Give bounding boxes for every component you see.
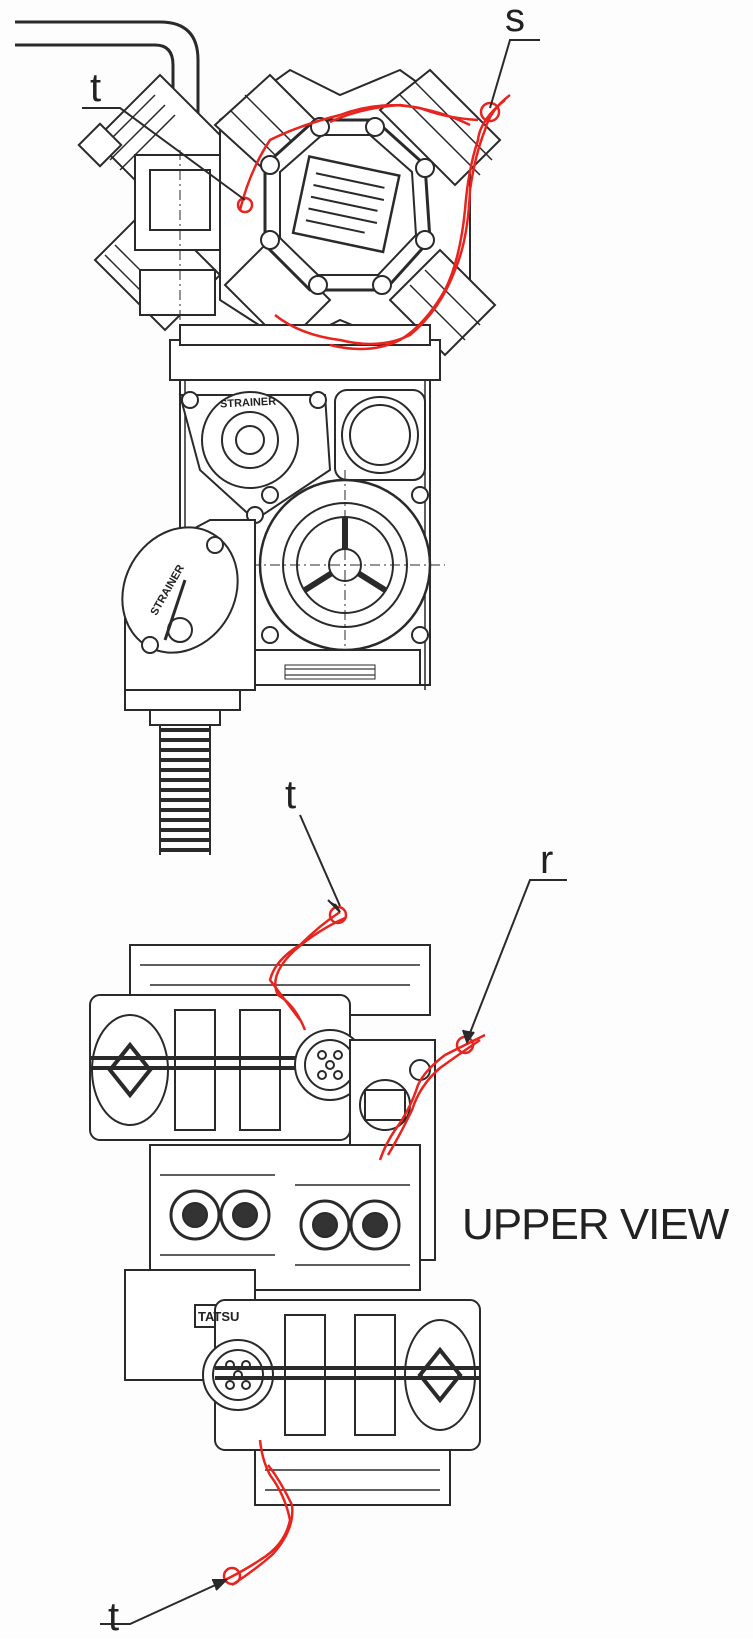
nameplate	[291, 155, 401, 254]
hose-coupling	[124, 689, 241, 855]
bottom-pump-assembly	[89, 944, 481, 1506]
inlet-pipe	[15, 20, 200, 170]
side-strainer	[121, 519, 256, 691]
leader-lines-top	[82, 39, 540, 201]
chamber-upper-left	[89, 994, 366, 1141]
view-title: UPPER VIEW	[462, 1200, 729, 1249]
lockwire-top	[236, 94, 511, 351]
top-pump-assembly	[15, 20, 502, 855]
callout-t-top: t	[90, 66, 102, 110]
main-housing	[169, 324, 445, 690]
callout-t-bottom: t	[108, 1595, 120, 1639]
callout-r: r	[540, 838, 554, 882]
callout-t-middle: t	[285, 773, 297, 817]
chamber-lower-right	[202, 1299, 481, 1451]
gear-block	[149, 1144, 421, 1291]
check-valve-body	[134, 150, 226, 330]
lockwire-bottom	[222, 905, 486, 1587]
callout-s: s	[505, 0, 525, 40]
brand-label: TATSU	[198, 1309, 240, 1324]
leader-lines-bottom	[100, 814, 567, 1625]
